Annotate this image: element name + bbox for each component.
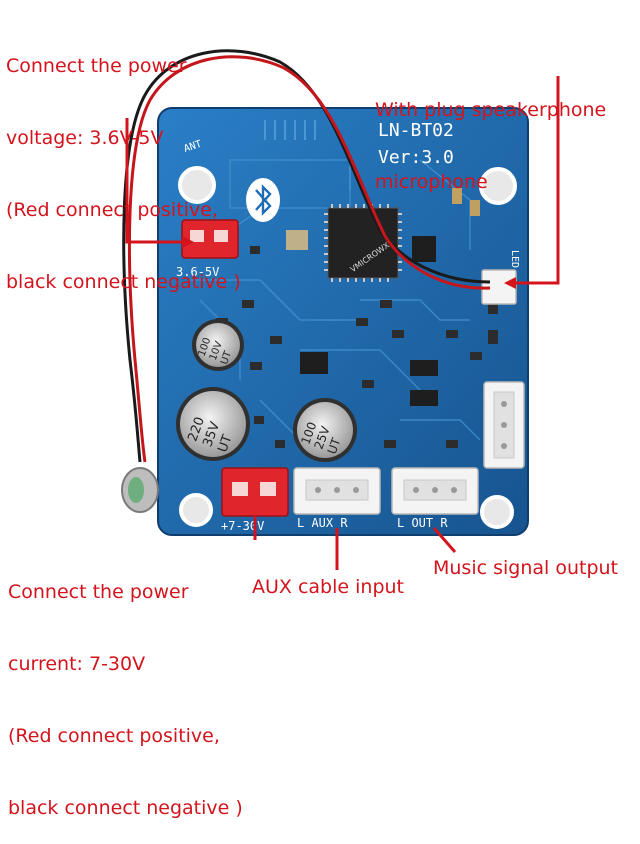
board-model-label: LN-BT02 — [378, 120, 454, 141]
led-connector — [483, 381, 525, 469]
power-connector-bottom — [221, 467, 289, 517]
callout-line-output — [432, 527, 457, 553]
product-photo: LN-BT02 Ver:3.0 ANT 3.6-5V +7-30V L AUX … — [121, 49, 560, 570]
cap-large-line-3: UT — [215, 433, 235, 455]
annotation-speaker-mic-line-1: With plug speakerphone — [375, 99, 607, 121]
bluetooth-logo — [246, 178, 280, 222]
microphone — [121, 49, 491, 513]
mounting-holes — [178, 166, 517, 529]
callout-line-speaker-mic — [516, 76, 560, 285]
capacitor-small: 100 10V UT — [192, 319, 244, 371]
cap-small-line-3: UT — [219, 349, 234, 366]
annotation-power-top-line-3: (Red connect positive, — [6, 199, 218, 221]
annotation-power-top-line-4: black connect negative ) — [6, 271, 241, 293]
aux-connector — [293, 467, 381, 515]
annotation-power-bottom-line-1: Connect the power — [8, 581, 189, 603]
annotation-music-output: Music signal output — [433, 557, 619, 579]
annotation-speaker-mic-line-2: microphone — [375, 171, 488, 193]
callout-arrows — [182, 236, 516, 289]
capacitor-medium: 100 25V UT — [293, 398, 357, 462]
annotation-power-top-line-1: Connect the power — [6, 55, 187, 77]
bluetooth-chip: VMICROWX — [324, 204, 402, 282]
output-connector — [391, 467, 479, 515]
silkscreen: LN-BT02 Ver:3.0 ANT 3.6-5V +7-30V L AUX … — [176, 120, 520, 533]
callout-lines — [125, 76, 560, 570]
annotation-power-bottom-line-3: (Red connect positive, — [8, 725, 220, 747]
bluetooth-board-illustration: LN-BT02 Ver:3.0 ANT 3.6-5V +7-30V L AUX … — [121, 49, 560, 570]
led-label: LED — [509, 250, 520, 268]
annotation-speaker-mic: With plug speakerphone microphone — [375, 50, 606, 218]
smd-components — [200, 188, 498, 448]
annotation-power-top: Connect the power voltage: 3.6V-5V (Red … — [6, 6, 241, 318]
annotation-power-bottom-line-2: current: 7-30V — [8, 653, 146, 675]
annotation-power-bottom-line-4: black connect negative ) — [8, 797, 243, 819]
voltage-label-bottom: +7-30V — [221, 519, 264, 533]
out-port-label: L OUT R — [397, 516, 448, 530]
board-version-label: Ver:3.0 — [378, 147, 454, 168]
aux-port-label: L AUX R — [297, 516, 348, 530]
antenna-label: ANT — [183, 139, 204, 155]
capacitor-large: 220 35V UT — [176, 387, 250, 461]
voltage-label-top: 3.6-5V — [176, 265, 219, 279]
annotation-aux-input: AUX cable input — [252, 576, 404, 598]
callout-line-power-top — [125, 118, 182, 244]
annotation-power-bottom: Connect the power current: 7-30V (Red co… — [8, 532, 243, 844]
cap-medium-line-3: UT — [325, 435, 344, 456]
annotation-power-top-line-2: voltage: 3.6V-5V — [6, 127, 164, 149]
